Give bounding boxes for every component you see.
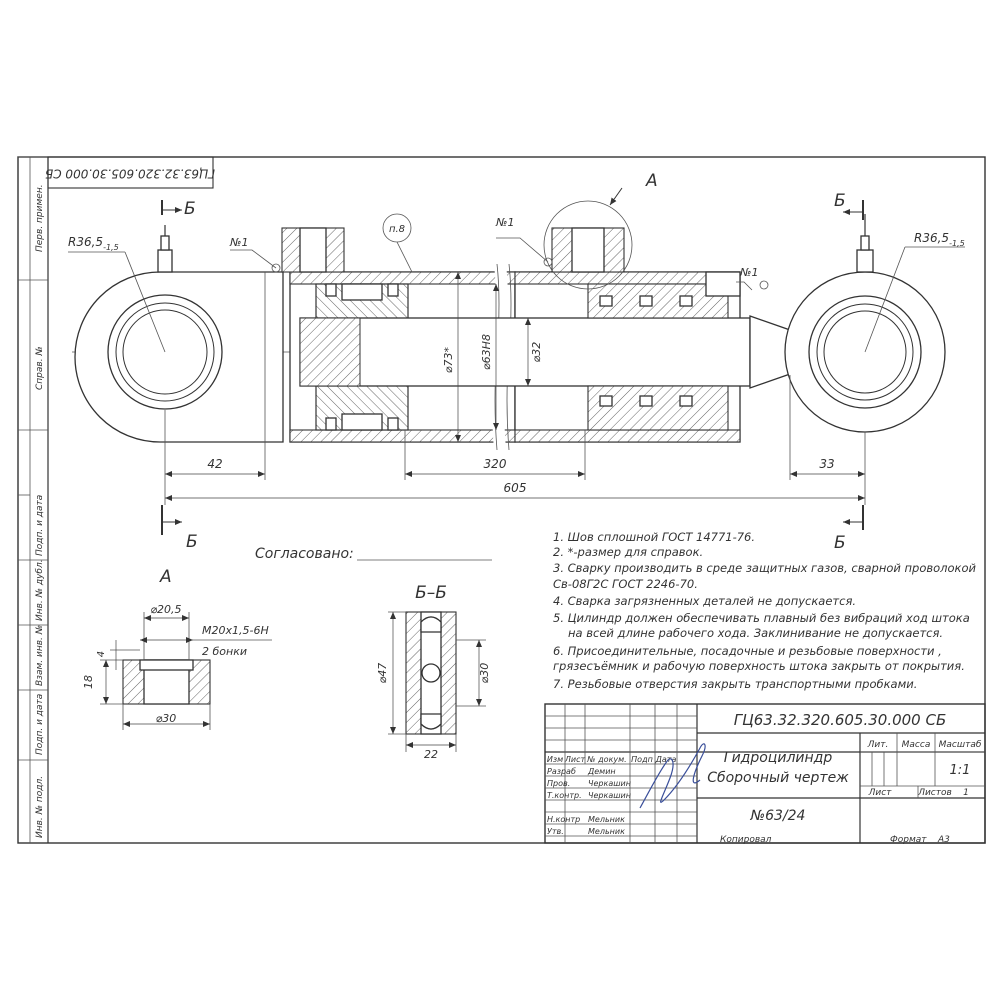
- tb-format-value: А3: [937, 835, 950, 845]
- agreed-label: Согласовано:: [255, 546, 354, 562]
- col-header: Лист: [564, 755, 586, 764]
- item-8-callout: п.8: [389, 224, 405, 235]
- section-label-bottom-left: Б: [186, 532, 198, 552]
- dim-dia32: ⌀32: [530, 342, 543, 363]
- tb-copied-label: Копировал: [720, 835, 772, 845]
- tb-name: Демин: [587, 767, 616, 776]
- radius-left-tol: -1,5: [103, 243, 119, 252]
- weld-callout-right: №1: [739, 266, 758, 279]
- side-strip-label: Подп. и дата: [35, 495, 45, 556]
- tb-role: Разраб: [547, 767, 576, 776]
- side-strip-label: Перв. примен.: [35, 184, 45, 252]
- col-header: Подп: [631, 755, 653, 764]
- tb-name: Мельник: [588, 815, 625, 824]
- view-a-h4: 4: [96, 651, 107, 657]
- tb-lit-label: Лит.: [867, 740, 889, 750]
- dim-33: 33: [819, 457, 834, 471]
- note-line: 5. Цилиндр должен обеспечивать плавный б…: [553, 611, 970, 625]
- side-strip-label: Взам. инв. №: [35, 625, 45, 686]
- dim-dia63: ⌀63H8: [480, 334, 493, 370]
- note-line: 4. Сварка загрязненных деталей не допуск…: [553, 594, 856, 608]
- section-label-top-right: Б: [834, 191, 846, 211]
- col-header: № докум.: [586, 755, 626, 764]
- section-b-b: [388, 611, 486, 752]
- tb-role: Т.контр.: [547, 791, 582, 800]
- col-header: Дата: [655, 755, 677, 764]
- labels: А Б Б Б Б п.8 №1 №1 №1 R36,5-1,5 R36,5-1…: [68, 171, 982, 845]
- note-line: 3. Сварку производить в среде защитных г…: [553, 561, 977, 575]
- radius-right: R36,5: [914, 231, 949, 245]
- side-strip-label: Инв. № подл.: [35, 776, 45, 838]
- main-view: [68, 200, 965, 451]
- tb-scale-label: Масштаб: [939, 740, 982, 750]
- note-line: 2. *-размер для справок.: [553, 545, 703, 559]
- section-markers: [161, 187, 864, 535]
- note-line: на всей длине рабочего хода. Заклинивани…: [568, 626, 943, 640]
- svg-text:R36,5-1,5: R36,5-1,5: [68, 235, 119, 252]
- section-dia47: ⌀47: [376, 663, 389, 684]
- tb-sheet-label: Лист: [868, 788, 893, 798]
- tb-name: Черкашин: [588, 791, 631, 800]
- tb-role: Н.контр: [547, 815, 580, 824]
- view-a-label: А: [159, 567, 172, 587]
- svg-text:R36,5-1,5: R36,5-1,5: [914, 231, 965, 248]
- section-label-bottom-right: Б: [834, 533, 846, 553]
- view-a-marker-circle: [543, 200, 633, 290]
- dim-605: 605: [504, 481, 527, 495]
- section-view-label: Б–Б: [415, 583, 447, 603]
- side-strip-label: Инв. № дубл.: [35, 559, 45, 621]
- side-strip-label: Подп. и дата: [35, 694, 45, 755]
- tb-sheets-value: 1: [963, 788, 969, 798]
- note-line: Св-08Г2С ГОСТ 2246-70.: [553, 577, 698, 591]
- title-block: [544, 703, 986, 844]
- tb-format-label: Формат: [890, 835, 927, 845]
- tb-role: Пров.: [547, 779, 570, 788]
- designation-rotated: ГЦ63.32.320.605.30.000 СБ: [45, 167, 215, 181]
- tb-name: Мельник: [588, 827, 625, 836]
- view-a-bosses: 2 бонки: [202, 645, 247, 658]
- tb-name: Черкашин: [588, 779, 631, 788]
- tb-scale-value: 1:1: [950, 763, 971, 778]
- view-a-dia30: ⌀30: [156, 712, 177, 725]
- col-header: Изм: [547, 755, 563, 764]
- view-a-thread: М20х1,5-6Н: [202, 624, 269, 637]
- drawing-frame: [17, 156, 986, 844]
- note-line: 7. Резьбовые отверстия закрыть транспорт…: [553, 677, 917, 691]
- title-line-1: Гидроцилиндр: [724, 750, 833, 766]
- order-number: №63/24: [750, 808, 806, 824]
- dim-dia73: ⌀73*: [442, 346, 455, 373]
- section-label-top-left: Б: [184, 199, 196, 219]
- tb-mass-label: Масса: [902, 740, 931, 750]
- view-a: [100, 612, 272, 730]
- designation-main: ГЦ63.32.320.605.30.000 СБ: [734, 711, 947, 729]
- tb-role: Утв.: [547, 827, 564, 836]
- signature-drawing: [639, 743, 706, 809]
- section-w22: 22: [424, 748, 438, 761]
- title-line-2: Сборочный чертеж: [707, 770, 849, 786]
- note-line: 1. Шов сплошной ГОСТ 14771-76.: [553, 530, 755, 544]
- side-strip: Перв. примен. Справ. № Подп. и дата Инв.…: [35, 184, 45, 838]
- weld-callout-left: №1: [229, 236, 248, 249]
- dim-42: 42: [207, 457, 222, 471]
- side-strip-label: Справ. №: [35, 346, 45, 390]
- view-a-label-top: А: [645, 171, 658, 191]
- note-line: 6. Присоединительные, посадочные и резьб…: [553, 644, 942, 658]
- dim-320: 320: [484, 457, 507, 471]
- tb-sheets-label: Листов: [917, 788, 952, 798]
- main-dimensions: [164, 375, 866, 505]
- note-line: грязесъёмник и рабочую поверхность штока…: [553, 659, 965, 673]
- radius-right-tol: -1,5: [949, 239, 965, 248]
- section-dia30: ⌀30: [478, 663, 491, 684]
- view-a-dia205: ⌀20,5: [150, 603, 181, 616]
- view-a-h18: 18: [82, 675, 95, 689]
- weld-callout-mid: №1: [495, 216, 514, 229]
- radius-left: R36,5: [68, 235, 103, 249]
